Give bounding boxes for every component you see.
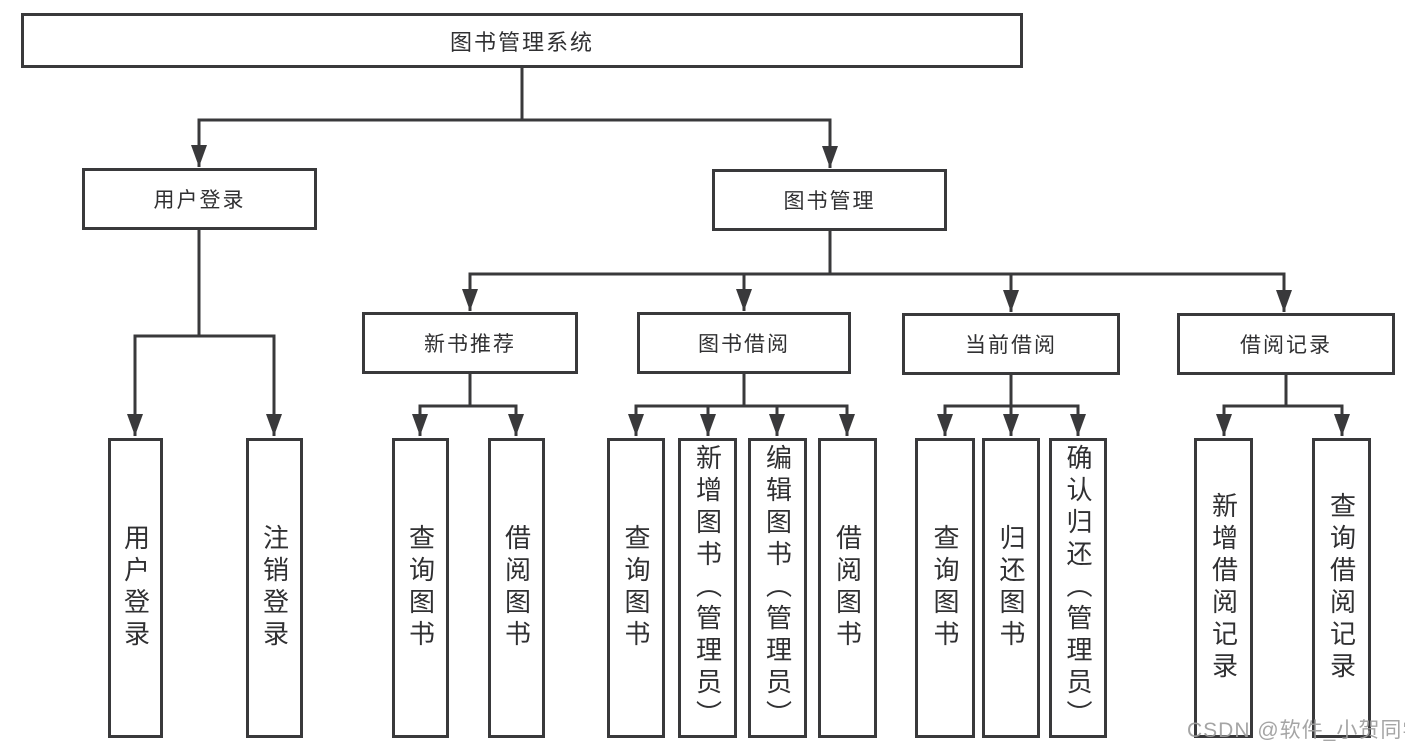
leaf-label: 确认归还（管理员） [1063,444,1093,732]
node-new-book-recommend: 新书推荐 [362,312,578,374]
node-book-borrowing: 图书借阅 [637,312,851,374]
node-borrow-records: 借阅记录 [1177,313,1395,375]
leaf-bb-add-books-admin: 新增图书（管理员） [678,438,737,738]
node-label: 用户登录 [153,189,246,212]
node-label: 图书借阅 [698,333,790,356]
leaf-label: 查询借阅记录 [1326,492,1357,684]
leaf-label: 新增借阅记录 [1208,492,1239,684]
leaf-bb-edit-books-admin: 编辑图书（管理员） [748,438,807,738]
leaf-bb-borrow-books: 借阅图书 [818,438,877,738]
leaf-label: 查询图书 [405,524,436,652]
leaf-nb-borrow-books: 借阅图书 [488,438,545,738]
node-book-management: 图书管理 [712,169,947,231]
leaf-label: 借阅图书 [501,524,532,652]
node-label: 图书管理系统 [449,29,594,55]
leaf-label: 查询图书 [621,524,651,652]
leaf-label: 用户登录 [120,524,151,652]
leaf-label: 编辑图书（管理员） [762,444,793,732]
leaf-cb-return-books: 归还图书 [982,438,1040,738]
node-label: 新书推荐 [424,333,516,356]
leaf-logout: 注销登录 [246,438,303,738]
leaf-br-query-record: 查询借阅记录 [1312,438,1371,738]
leaf-label: 新增图书（管理员） [692,444,723,732]
node-label: 图书管理 [783,190,876,213]
leaf-label: 归还图书 [996,524,1026,652]
node-current-borrowing: 当前借阅 [902,313,1120,375]
leaf-nb-query-books: 查询图书 [392,438,449,738]
leaf-label: 借阅图书 [832,524,863,652]
node-user-login: 用户登录 [82,168,317,230]
leaf-label: 注销登录 [259,524,290,652]
leaf-label: 查询图书 [930,524,960,652]
csdn-watermark: CSDN @软件_小贺同学 [1187,719,1405,742]
node-label: 借阅记录 [1240,334,1332,357]
leaf-user-login: 用户登录 [108,438,163,738]
node-library-system: 图书管理系统 [21,13,1023,68]
node-label: 当前借阅 [965,334,1057,357]
leaf-cb-query-books: 查询图书 [915,438,975,738]
leaf-br-add-record: 新增借阅记录 [1194,438,1253,738]
leaf-bb-query-books: 查询图书 [607,438,665,738]
leaf-cb-confirm-return-admin: 确认归还（管理员） [1049,438,1107,738]
